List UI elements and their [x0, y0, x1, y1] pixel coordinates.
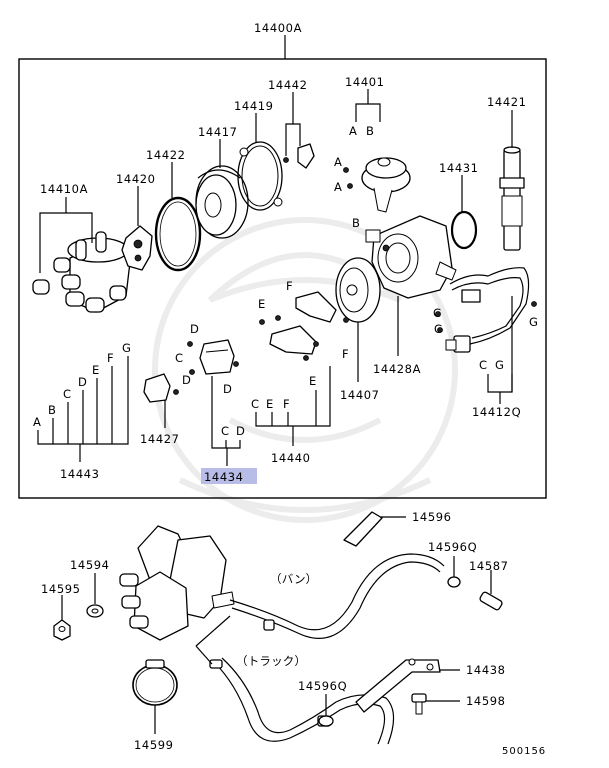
letter-E: E: [258, 297, 266, 311]
callout-14443[interactable]: 14443: [60, 467, 100, 481]
callout-14595[interactable]: 14595: [41, 582, 81, 596]
letter-C: C: [221, 424, 230, 438]
callout-14438[interactable]: 14438: [466, 663, 506, 677]
callout-14420[interactable]: 14420: [116, 172, 156, 186]
callout-14400A[interactable]: 14400A: [254, 21, 302, 35]
letter-A: A: [334, 155, 342, 169]
callout-14442[interactable]: 14442: [268, 78, 308, 92]
letter-E: E: [92, 363, 100, 377]
callout-14596[interactable]: 14596: [412, 510, 452, 524]
letter-C: C: [434, 322, 443, 336]
distributor-cap[interactable]: [32, 231, 131, 313]
letter-G: G: [122, 341, 132, 355]
distributor-assembly[interactable]: [119, 525, 235, 641]
callout-14417[interactable]: 14417: [198, 125, 238, 139]
vacuum-advance-unit[interactable]: [343, 157, 411, 213]
distributor-housing[interactable]: [365, 215, 457, 299]
housing-cover[interactable]: [195, 165, 249, 239]
seal-ring[interactable]: [154, 196, 202, 272]
callout-14440[interactable]: 14440: [271, 451, 311, 465]
letter-G: G: [529, 315, 539, 329]
letter-F: F: [283, 397, 290, 411]
letter-A: A: [334, 180, 342, 194]
bolt[interactable]: [411, 693, 427, 715]
letter-F: F: [107, 351, 114, 365]
callout-14596Q-bottom[interactable]: 14596Q: [298, 679, 347, 693]
cover-gasket[interactable]: [237, 141, 283, 211]
callout-14427[interactable]: 14427: [140, 432, 180, 446]
hose-clamp-bottom[interactable]: [318, 715, 334, 727]
letter-D: D: [236, 424, 245, 438]
screw-kit-tree: [37, 356, 129, 462]
callout-14431[interactable]: 14431: [439, 161, 479, 175]
condenser[interactable]: [143, 373, 179, 403]
advance-bracket-set[interactable]: [259, 291, 349, 361]
callout-14410A[interactable]: 14410A: [40, 182, 88, 196]
hose-clip[interactable]: [343, 511, 383, 547]
igniter-module[interactable]: [187, 339, 239, 375]
letter-B: B: [48, 403, 57, 417]
callout-14596Q-top[interactable]: 14596Q: [428, 540, 477, 554]
letter-E: E: [266, 397, 274, 411]
letter-D: D: [78, 375, 87, 389]
callout-14412Q[interactable]: 14412Q: [472, 405, 521, 419]
letter-D: D: [190, 322, 199, 336]
wiring-harness[interactable]: [435, 267, 537, 353]
note-van: （バン）: [270, 572, 317, 586]
assembly-frame: [18, 58, 547, 499]
letter-B: B: [366, 124, 375, 138]
callout-14419[interactable]: 14419: [234, 99, 274, 113]
washer[interactable]: [86, 604, 104, 618]
callout-14401[interactable]: 14401: [345, 75, 385, 89]
distributor-shaft[interactable]: [499, 146, 525, 251]
watermark: [152, 217, 458, 523]
hose-bracket[interactable]: [355, 658, 441, 713]
shaft-seal[interactable]: [450, 210, 478, 250]
callout-14434[interactable]: 14434: [204, 470, 244, 484]
nut[interactable]: [53, 619, 71, 641]
callout-14421[interactable]: 14421: [487, 95, 527, 109]
callout-14598[interactable]: 14598: [466, 694, 506, 708]
letter-G: G: [495, 358, 505, 372]
vacuum-hose-van[interactable]: [229, 553, 445, 639]
screw-bracket[interactable]: [283, 143, 315, 169]
callout-14587[interactable]: 14587: [469, 559, 509, 573]
callout-14428A[interactable]: 14428A: [373, 362, 421, 376]
letter-A: A: [33, 415, 41, 429]
letter-E: E: [309, 374, 317, 388]
letter-C: C: [433, 306, 442, 320]
highlight-14434: [201, 468, 257, 484]
hose-clamp-top[interactable]: [447, 576, 461, 588]
letter-C: C: [251, 397, 260, 411]
note-truck: （トラック）: [236, 654, 306, 668]
clamp-band[interactable]: [132, 659, 178, 706]
distributor-rotor[interactable]: [121, 225, 153, 271]
callout-14599[interactable]: 14599: [134, 738, 174, 752]
reference-code: 500156: [502, 746, 546, 757]
letter-B: B: [352, 216, 361, 230]
letter-A: A: [349, 124, 357, 138]
callout-14594[interactable]: 14594: [70, 558, 110, 572]
pulse-generator-plate[interactable]: [335, 257, 381, 323]
letter-F: F: [286, 279, 293, 293]
callout-14422[interactable]: 14422: [146, 148, 186, 162]
letter-C: C: [175, 351, 184, 365]
letter-F: F: [342, 347, 349, 361]
letter-C: C: [63, 387, 72, 401]
letter-C: C: [479, 358, 488, 372]
callout-14407[interactable]: 14407: [340, 388, 380, 402]
letter-D: D: [182, 373, 191, 387]
letter-D: D: [223, 382, 232, 396]
check-valve[interactable]: [479, 591, 503, 611]
